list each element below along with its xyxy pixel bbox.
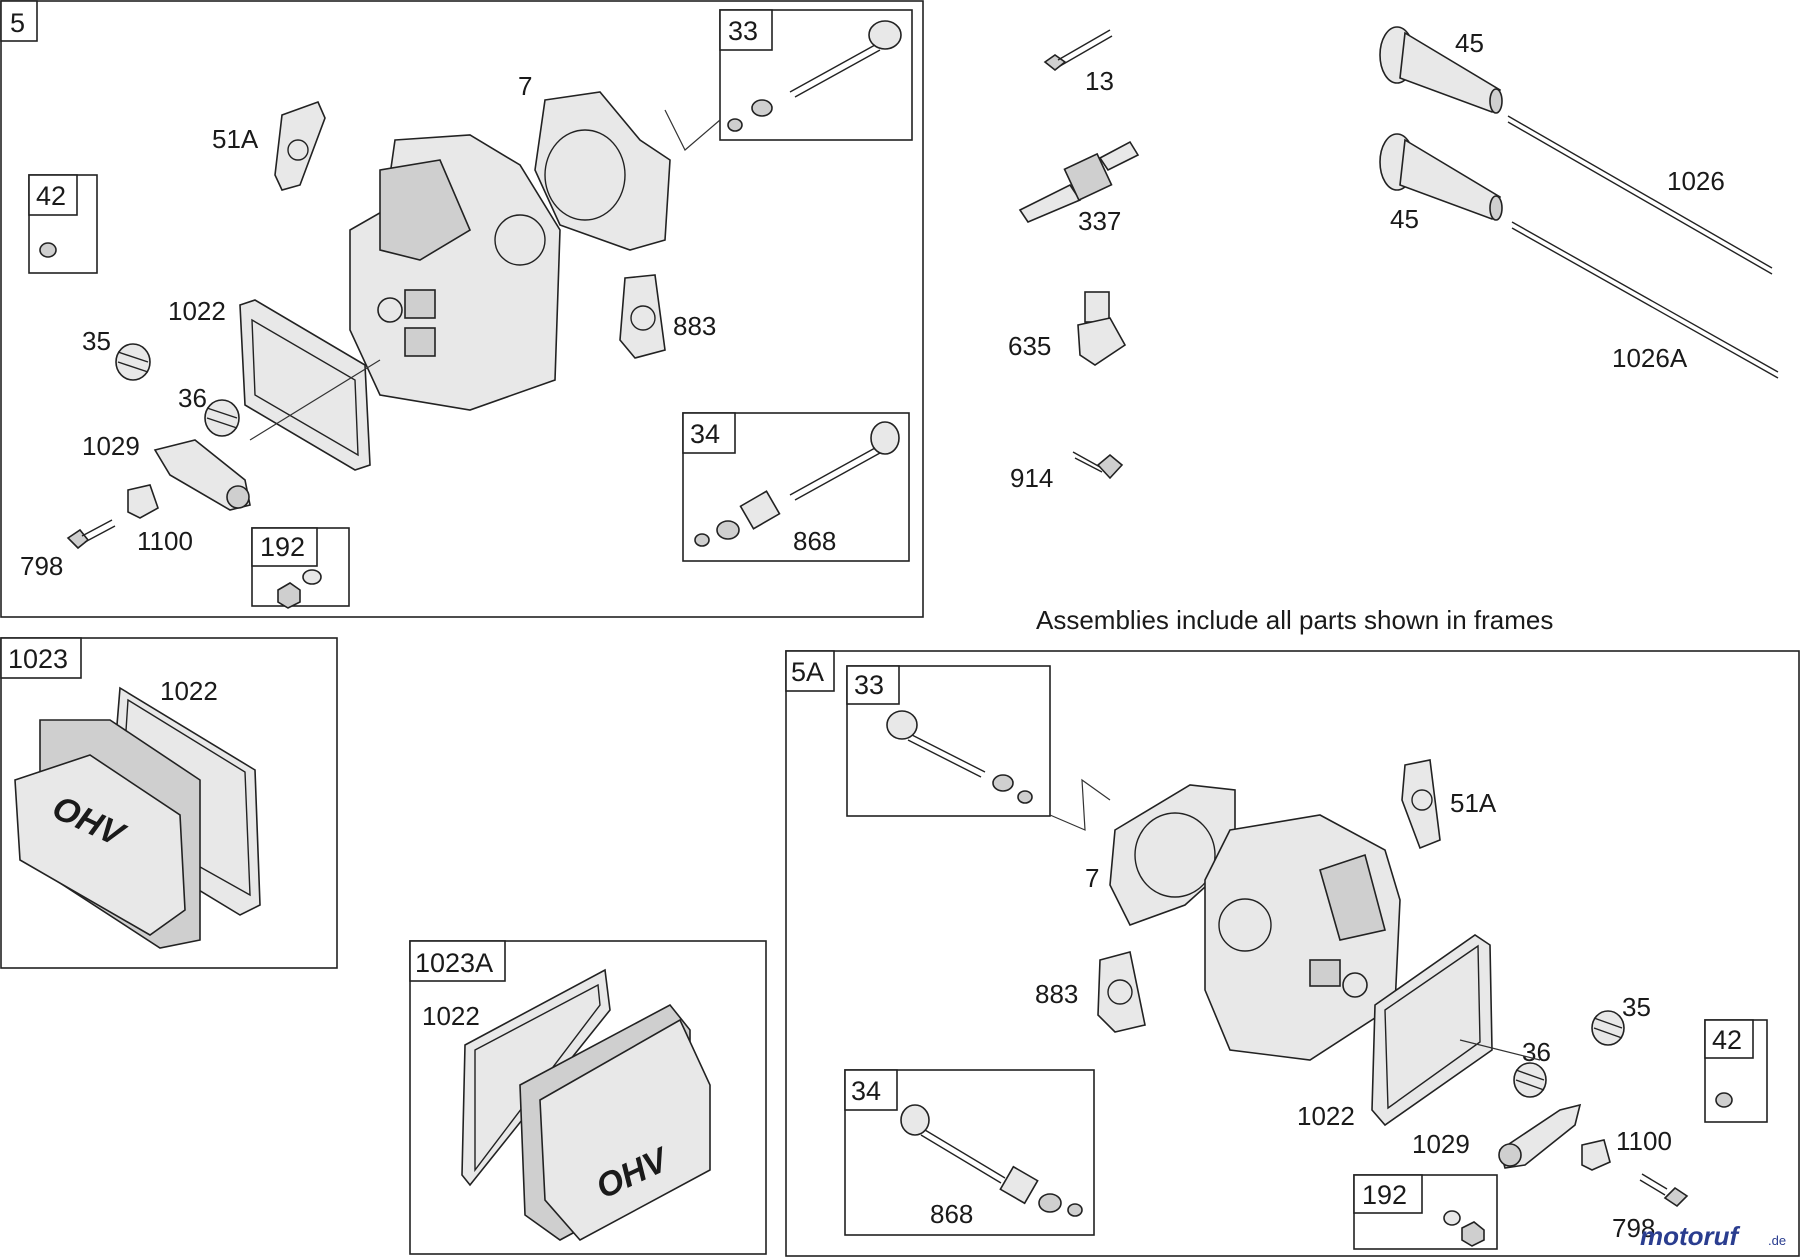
label-1100: 1100 — [137, 526, 193, 556]
label-36: 36 — [178, 383, 207, 413]
label-5A-36: 36 — [1522, 1037, 1551, 1067]
assembly-5A: 5A 33 51A 7 883 — [785, 650, 1800, 1257]
label-914: 914 — [1010, 463, 1053, 493]
tappet-45a-icon — [1379, 26, 1503, 114]
label-45-bottom: 45 — [1390, 204, 1419, 234]
tappet-45b-icon — [1379, 133, 1503, 221]
watermark-logo: motoruf .de — [1640, 1221, 1786, 1251]
sub-frame-5A-192-tag: 192 — [1362, 1180, 1407, 1210]
valve-spring-5A-35-icon — [1591, 1010, 1625, 1046]
label-5A-1029: 1029 — [1412, 1129, 1470, 1159]
cover-gasket-5A-icon — [1371, 934, 1493, 1127]
label-5A-1100: 1100 — [1616, 1126, 1672, 1156]
assembly-note: Assemblies include all parts shown in fr… — [1036, 605, 1553, 635]
label-1022-1023A: 1022 — [422, 1001, 480, 1031]
rocker-cover-gasket-icon — [239, 299, 371, 471]
label-337: 337 — [1078, 206, 1121, 236]
assembly-5-tag-box — [0, 0, 38, 42]
fitting-635-icon — [1077, 291, 1127, 366]
label-5A-7: 7 — [1085, 863, 1099, 893]
bolt-5A-798-icon — [1639, 1173, 1689, 1208]
loose-parts: 13 337 635 914 45 45 — [1008, 26, 1779, 493]
label-5A-35: 35 — [1622, 992, 1651, 1022]
label-45-top: 45 — [1455, 28, 1484, 58]
sub-frame-5A-42-tag: 42 — [1712, 1025, 1742, 1055]
cylinder-head-icon — [349, 134, 561, 411]
label-1026: 1026 — [1667, 166, 1725, 196]
sub-frame-5A-33 — [846, 665, 1051, 817]
assembly-1023A-frame — [409, 940, 767, 1255]
label-1022-1023: 1022 — [160, 676, 218, 706]
assembly-5A-frame — [785, 650, 1800, 1257]
label-35: 35 — [82, 326, 111, 356]
valve-keeper-icon — [39, 242, 57, 258]
assembly-5-tag: 5 — [10, 8, 25, 38]
head-gasket-icon — [534, 91, 671, 251]
intake-valve-5A-icon — [886, 710, 1033, 804]
sub-frame-5A-33-tag: 33 — [854, 670, 884, 700]
adjust-screw-icon — [302, 569, 322, 585]
adjust-screw-5A-icon — [1443, 1210, 1461, 1226]
rocker-cover-icon: OHV — [14, 719, 201, 949]
rocker-pivot-icon — [127, 484, 159, 519]
exhaust-valve-icon — [694, 421, 900, 547]
label-5A-51A: 51A — [1450, 788, 1497, 818]
rocker-arm-icon — [153, 439, 251, 511]
label-1029: 1029 — [82, 431, 140, 461]
exhaust-gasket-5A-icon — [1097, 951, 1146, 1033]
spark-plug-icon — [1018, 140, 1140, 223]
assembly-1023: 1023 1022 OHV — [0, 637, 338, 969]
label-5A-1022: 1022 — [1297, 1101, 1355, 1131]
exhaust-gasket-icon — [619, 274, 666, 359]
label-1026A: 1026A — [1612, 343, 1688, 373]
sub-frame-5A-34 — [844, 1069, 1095, 1236]
valve-spring-5A-36-icon — [1513, 1062, 1547, 1098]
watermark-text: motoruf — [1640, 1221, 1741, 1251]
valve-keeper-5A-icon — [1715, 1092, 1733, 1108]
valve-spring-35-icon — [115, 343, 151, 381]
exhaust-valve-5A-icon — [900, 1104, 1083, 1217]
nut-5A-icon — [1461, 1221, 1485, 1247]
push-rod-1026-icon — [1507, 115, 1773, 275]
sub-frame-34-tag: 34 — [690, 419, 720, 449]
assembly-5-frame — [0, 0, 924, 618]
label-798: 798 — [20, 551, 63, 581]
sub-frame-33-tag: 33 — [728, 16, 758, 46]
label-868: 868 — [793, 526, 836, 556]
intake-gasket-icon — [274, 100, 326, 191]
nut-icon — [277, 582, 301, 609]
assembly-1023-frame — [0, 637, 338, 969]
bolt-13-icon — [1043, 29, 1113, 72]
sub-frame-42-tag: 42 — [36, 181, 66, 211]
sub-frame-192-tag: 192 — [260, 532, 305, 562]
watermark-suffix: .de — [1768, 1233, 1786, 1248]
label-5A-798: 798 — [1612, 1213, 1655, 1243]
rocker-pivot-5A-icon — [1581, 1139, 1611, 1171]
label-635: 635 — [1008, 331, 1051, 361]
assembly-5A-tag: 5A — [791, 657, 824, 687]
assembly-1023A-tag: 1023A — [415, 948, 493, 978]
label-51A: 51A — [212, 124, 259, 154]
assembly-1023-tag: 1023 — [8, 644, 68, 674]
push-rod-1026A-icon — [1511, 221, 1779, 379]
valve-spring-36-icon — [204, 399, 240, 437]
label-883: 883 — [673, 311, 716, 341]
sub-frame-5A-34-tag: 34 — [851, 1076, 881, 1106]
bolt-798-icon — [66, 519, 116, 550]
label-1022: 1022 — [168, 296, 226, 326]
bolt-914-icon — [1072, 451, 1124, 480]
assembly-1023A: 1023A 1022 OHV — [409, 940, 767, 1255]
label-13: 13 — [1085, 66, 1114, 96]
assembly-5: 5 33 42 51A 7 — [0, 0, 924, 618]
label-5A-883: 883 — [1035, 979, 1078, 1009]
sub-frame-34 — [682, 412, 910, 562]
label-7: 7 — [518, 71, 532, 101]
rocker-cover-A-icon: OHV — [519, 1003, 711, 1242]
intake-valve-icon — [727, 20, 902, 132]
intake-gasket-5A-icon — [1401, 759, 1441, 850]
sub-frame-33 — [719, 9, 913, 141]
cylinder-head-5A-icon — [1204, 814, 1401, 1061]
label-5A-868: 868 — [930, 1199, 973, 1229]
